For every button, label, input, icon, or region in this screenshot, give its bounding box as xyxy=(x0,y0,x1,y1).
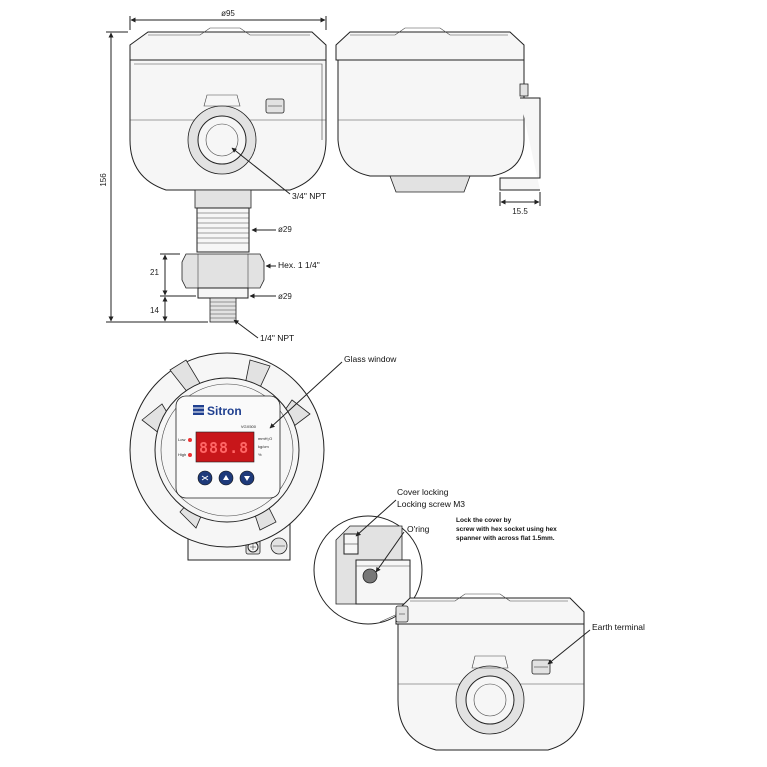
brand-logo: Sitron xyxy=(207,404,242,418)
unit-label-2: kg/cm xyxy=(258,444,269,449)
callout-process-connection: 1/4" NPT xyxy=(260,333,294,343)
cover-lock-detail: Cover locking Locking screw M3 O'ring Lo… xyxy=(313,487,645,751)
side-view: 15.5 xyxy=(335,27,541,216)
dim-stem-diameter-lower: ø29 xyxy=(278,292,292,301)
alarm-label-low: Low xyxy=(178,437,185,442)
dim-side-offset: 15.5 xyxy=(512,207,528,216)
alarm-led-high xyxy=(188,453,192,457)
dim-overall-diameter: ø95 xyxy=(221,9,235,18)
model-number: VGX500 xyxy=(241,424,257,429)
callout-locking-screw: Locking screw M3 xyxy=(397,499,465,509)
lock-note-line3: spanner with across flat 1.5mm. xyxy=(456,535,555,542)
alarm-led-low xyxy=(188,438,192,442)
callout-hex: Hex. 1 1/4" xyxy=(278,260,320,270)
led-readout: 888.8 xyxy=(199,439,249,457)
dim-hex-length: 21 xyxy=(150,268,159,277)
callout-cover-locking: Cover locking xyxy=(397,487,449,497)
lock-note-line2: screw with hex socket using hex xyxy=(456,526,557,533)
dim-thread-length: 14 xyxy=(150,306,159,315)
unit-label-3: % xyxy=(258,452,262,457)
callout-conduit-entry: 3/4" NPT xyxy=(292,191,326,201)
front-view: ø95 156 21 14 3/4" NPT ø29 Hex. 1 1/4" ø… xyxy=(99,9,327,343)
dim-stem-diameter-upper: ø29 xyxy=(278,225,292,234)
unit-label-1: mmH₂O xyxy=(258,436,272,441)
enter-button[interactable] xyxy=(197,470,213,486)
down-button[interactable] xyxy=(239,470,255,486)
face-view: Sitron VGX500 888.8 Low High mmH₂O kg/cm… xyxy=(129,352,397,561)
up-button[interactable] xyxy=(218,470,234,486)
callout-earth-terminal: Earth terminal xyxy=(592,622,645,632)
lock-note-line1: Lock the cover by xyxy=(456,517,512,524)
callout-oring: O'ring xyxy=(407,524,430,534)
alarm-label-high: High xyxy=(178,452,186,457)
callout-glass-window: Glass window xyxy=(344,354,397,364)
dim-overall-height: 156 xyxy=(99,173,108,187)
